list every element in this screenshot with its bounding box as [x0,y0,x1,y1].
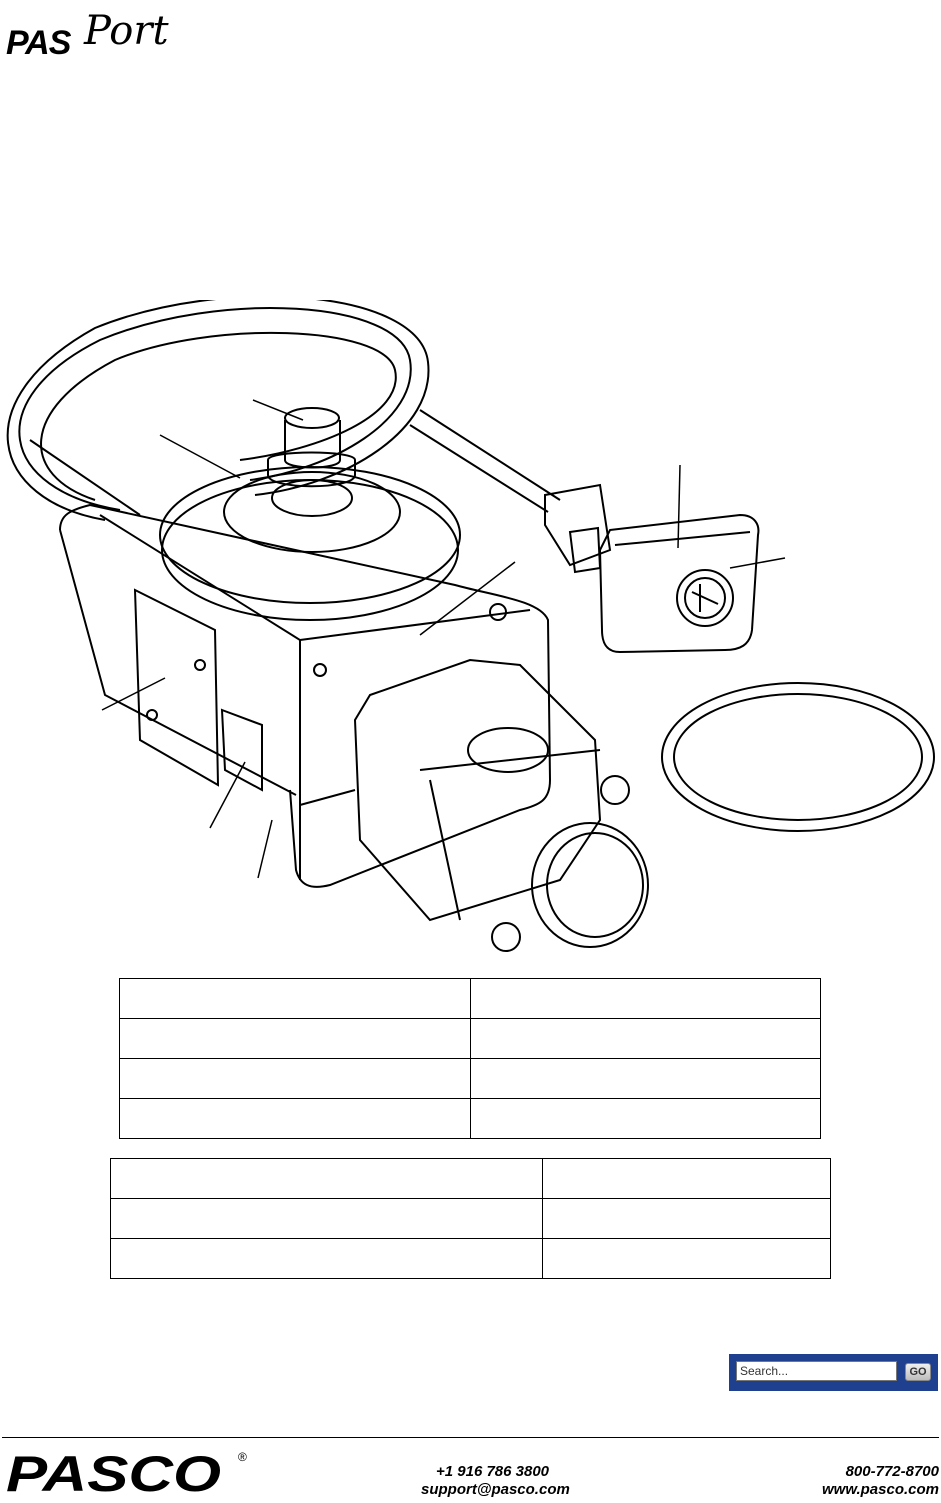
table-cell [542,1238,831,1279]
search-widget: GO [729,1354,938,1391]
search-input[interactable] [736,1361,897,1381]
rod-clamp [353,658,630,952]
registered-mark: ® [238,1450,247,1464]
passport-logo: PAS Port [6,8,206,64]
table-row [119,1098,821,1139]
spec-table-2 [110,1158,831,1279]
pasco-logo: PASCO [6,1449,221,1497]
adjustment-knob [531,822,649,948]
pasco-logo-text: PASCO [6,1449,221,1497]
phone-international: +1 916 786 3800 [436,1463,550,1480]
phone-tollfree: 800-772-8700 [845,1463,939,1480]
spec-table-1 [119,978,821,1139]
callout-lines [101,399,786,879]
table-row [119,1058,821,1099]
table-row [110,1198,831,1239]
logo-pas-text: PAS [6,24,71,62]
table-cell [542,1158,831,1199]
table-cell [470,1058,821,1099]
support-email-link[interactable]: support@pasco.com [421,1481,570,1498]
table-cell [119,978,471,1019]
table-row [119,1018,821,1059]
cable-coil [6,300,561,521]
connector-plug [544,483,760,654]
table-cell [119,1058,471,1099]
rotary-motion-sensor-illustration [6,300,935,952]
logo-port-text: Port [84,8,169,54]
table-row [110,1158,831,1199]
table-row [110,1238,831,1279]
table-cell [110,1158,543,1199]
sensor-body [59,503,552,888]
website-link[interactable]: www.pasco.com [822,1481,939,1498]
footer-divider [2,1437,939,1438]
table-cell [119,1098,471,1139]
go-button[interactable]: GO [905,1363,931,1381]
table-cell [470,1098,821,1139]
table-cell [470,978,821,1019]
table-row [119,978,821,1019]
o-ring [661,682,935,832]
pulley [159,407,461,621]
table-cell [110,1198,543,1239]
table-cell [110,1238,543,1279]
table-cell [470,1018,821,1059]
table-cell [542,1198,831,1239]
table-cell [119,1018,471,1059]
